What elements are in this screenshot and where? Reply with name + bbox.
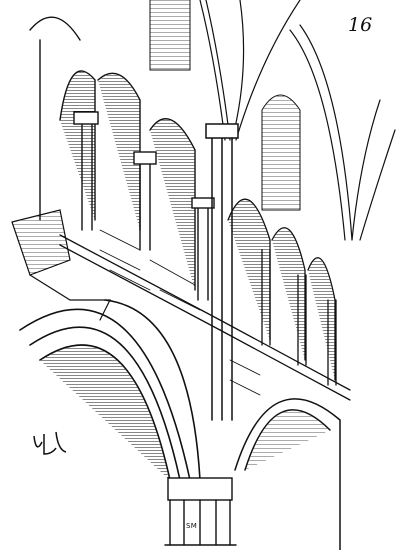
clerestory-window [149,0,301,211]
main-arcade-arch [19,299,201,481]
lower-pier [164,477,237,546]
stringcourse [59,234,351,401]
vault-ribs [199,0,396,241]
masonry-joints [99,229,261,396]
right-triforium-arcade [227,198,337,386]
main-pier [205,123,239,421]
artist-monogram-icon [33,431,67,455]
plate-number: 16 [348,14,373,36]
engraver-signature: SM [186,522,198,530]
secondary-arch [234,398,341,550]
corbel-bracket [11,209,111,321]
upper-triforium-arcade [29,16,215,301]
